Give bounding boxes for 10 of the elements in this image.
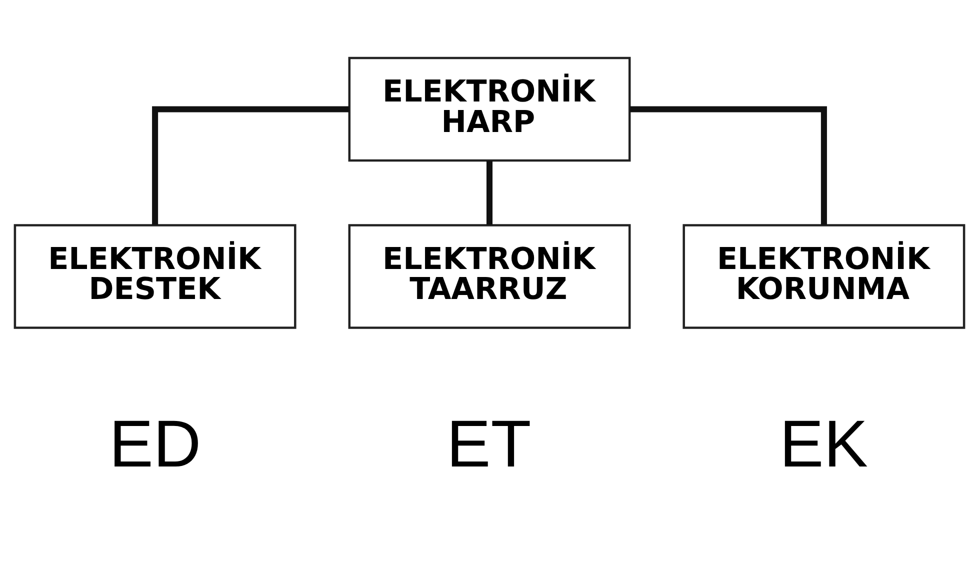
connector <box>152 106 350 225</box>
connector <box>486 160 493 225</box>
node-label: ED <box>109 408 202 482</box>
node-box: ELEKTRONİK TAARRUZ <box>348 224 631 329</box>
node-box: ELEKTRONİK HARP <box>348 56 631 162</box>
node-box: ELEKTRONİK KORUNMA <box>682 224 966 329</box>
node-box: ELEKTRONİK DESTEK <box>14 224 296 329</box>
node-label: ET <box>446 408 532 482</box>
node-label: EK <box>780 408 868 482</box>
connector <box>630 106 827 225</box>
